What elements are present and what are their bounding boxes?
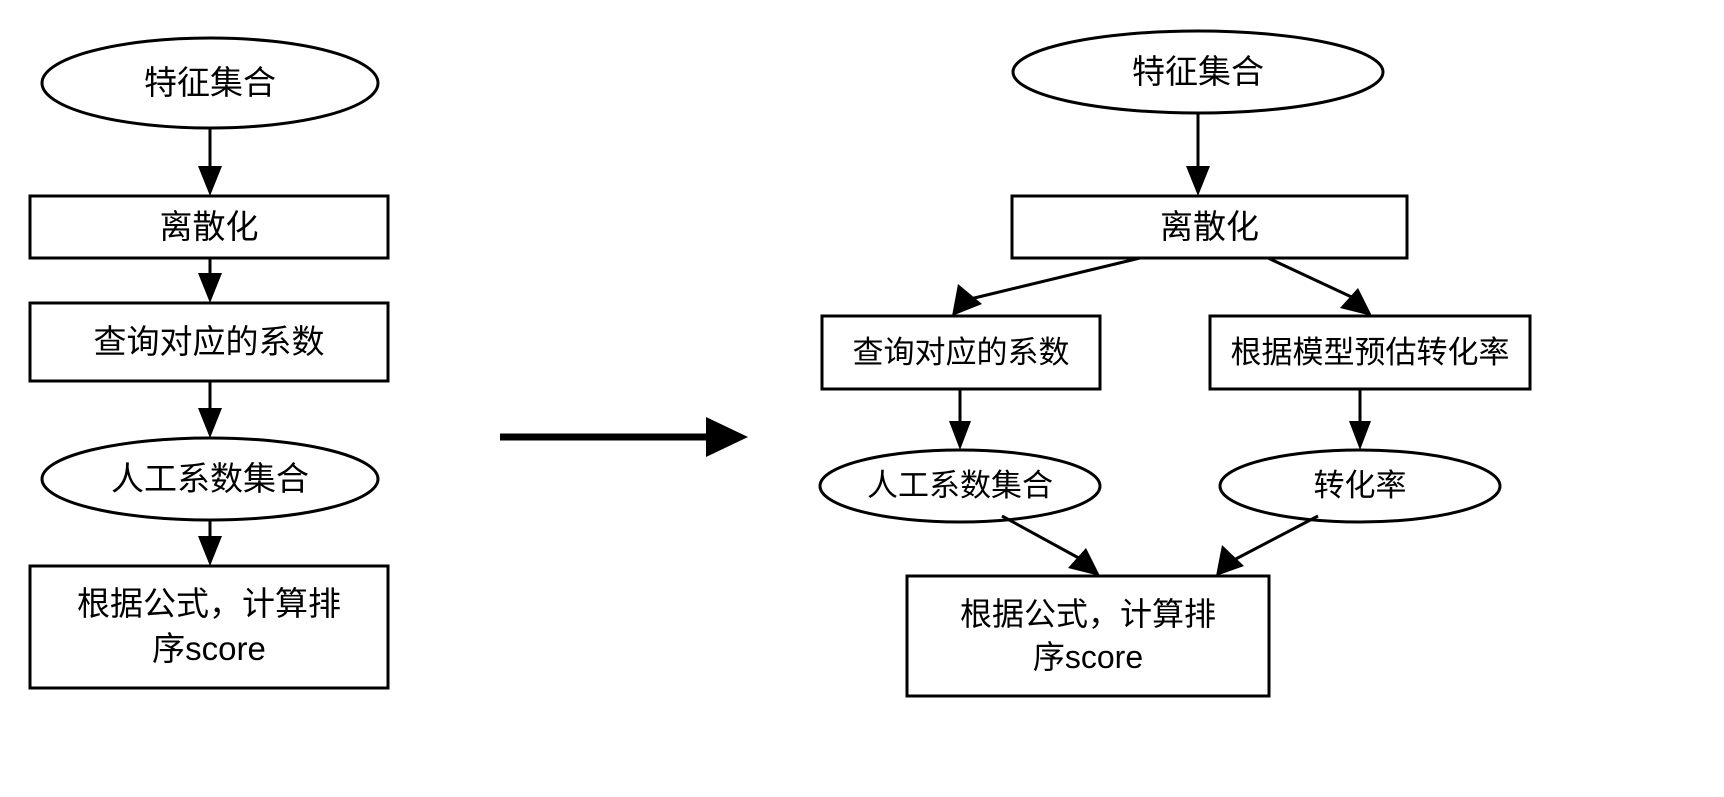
node-right-feature-set-shape[interactable] <box>1011 29 1385 115</box>
node-left-manual-coefficient-set-shape[interactable] <box>40 436 380 522</box>
left-flow-group <box>28 36 390 690</box>
node-right-discretize-shape[interactable] <box>1010 194 1409 260</box>
edge-right-cvr-to-score <box>1216 514 1319 576</box>
edge-right-discretize-to-query <box>952 256 1141 316</box>
right-flow-group <box>818 29 1532 698</box>
evolution-arrow <box>500 417 748 457</box>
edge-right-model-predict-to-cvr <box>1349 389 1371 450</box>
edge-right-query-to-manual-set <box>949 389 971 450</box>
edge-left-discretize-to-query <box>198 258 222 303</box>
edge-right-feature-to-discretize <box>1186 113 1210 196</box>
node-left-compute-score-shape[interactable] <box>28 564 390 690</box>
node-right-model-predict-cvr-shape[interactable] <box>1208 314 1532 391</box>
edge-left-feature-to-discretize <box>198 128 222 196</box>
edge-right-discretize-to-model-predict <box>1267 256 1372 316</box>
node-right-conversion-rate-shape[interactable] <box>1218 448 1502 524</box>
edge-left-manual-set-to-score <box>198 520 222 566</box>
node-right-query-coefficient-shape[interactable] <box>820 314 1102 391</box>
node-left-query-coefficient-shape[interactable] <box>28 301 390 383</box>
edge-right-manual-set-to-score <box>1001 514 1100 576</box>
edge-left-query-to-manual-set <box>198 381 222 438</box>
node-left-feature-set-shape[interactable] <box>40 36 380 130</box>
node-right-manual-coefficient-set-shape[interactable] <box>818 448 1102 524</box>
node-left-discretize-shape[interactable] <box>28 194 390 260</box>
node-right-compute-score-shape[interactable] <box>905 574 1271 698</box>
